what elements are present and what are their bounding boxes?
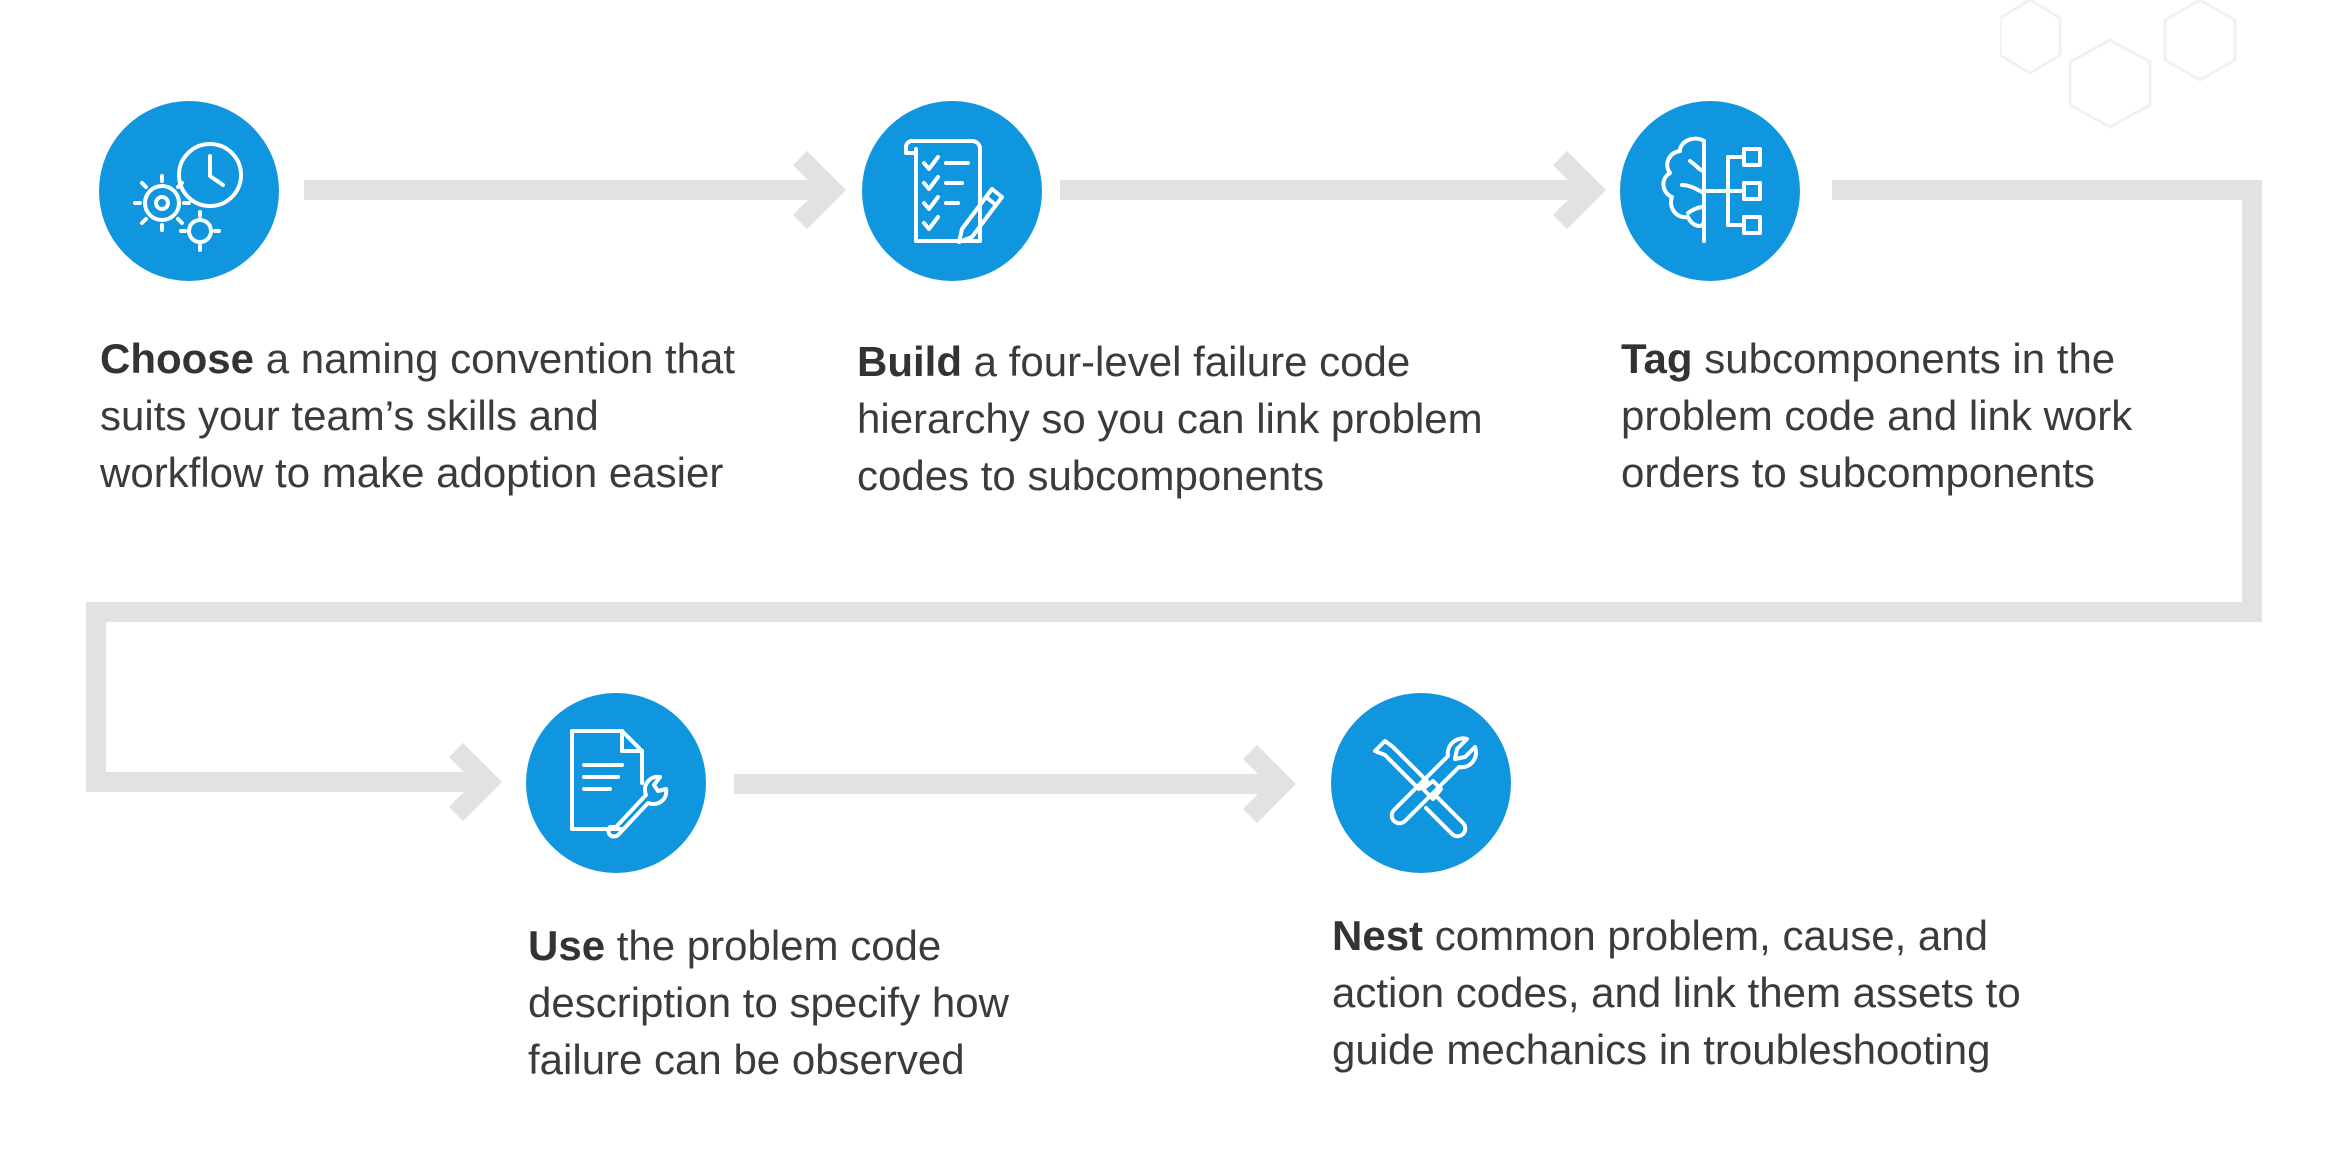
step-2-text: Build a four-level failure code hierarch…	[857, 333, 1557, 504]
step-3-icon-circle	[1620, 101, 1800, 281]
arrowhead-3-4	[448, 742, 503, 822]
step-4-keyword: Use	[528, 922, 606, 969]
brain-hierarchy-icon	[1661, 136, 1762, 243]
step-5-text: Nest common problem, cause, and action c…	[1332, 907, 2092, 1078]
step-3-keyword: Tag	[1621, 335, 1693, 382]
step-5-description: common problem, cause, and action codes,…	[1332, 912, 2021, 1073]
connector-3-4-loop	[86, 180, 2262, 792]
step-3-text: Tag subcomponents in the problem code an…	[1621, 330, 2241, 501]
step-1-keyword: Choose	[100, 335, 255, 382]
arrowhead-2-3	[1552, 150, 1607, 230]
arrowhead-1-2	[792, 150, 847, 230]
step-2-keyword: Build	[857, 338, 962, 385]
step-1-icon-circle	[99, 101, 279, 281]
step-1-description: a naming convention that suits your team…	[100, 335, 736, 496]
document-wrench-icon	[570, 729, 669, 839]
step-1-text: Choose a naming convention that suits yo…	[100, 330, 760, 501]
gears-clock-icon	[133, 142, 243, 252]
step-4-text: Use the problem code description to spec…	[528, 917, 1088, 1088]
step-2-description: a four-level failure code hierarchy so y…	[857, 338, 1483, 499]
tools-crossed-icon	[1373, 736, 1478, 839]
step-5-keyword: Nest	[1332, 912, 1424, 959]
step-3-description: subcomponents in the problem code and li…	[1621, 335, 2133, 496]
step-4-icon-circle	[526, 693, 706, 873]
step-4-description: the problem code description to specify …	[528, 922, 1009, 1083]
step-5-icon-circle	[1331, 693, 1511, 873]
step-2-icon-circle	[862, 101, 1042, 281]
checklist-pencil-icon	[904, 139, 1004, 244]
arrowhead-4-5	[1242, 744, 1297, 824]
background-hex-pattern	[2000, 0, 2237, 129]
